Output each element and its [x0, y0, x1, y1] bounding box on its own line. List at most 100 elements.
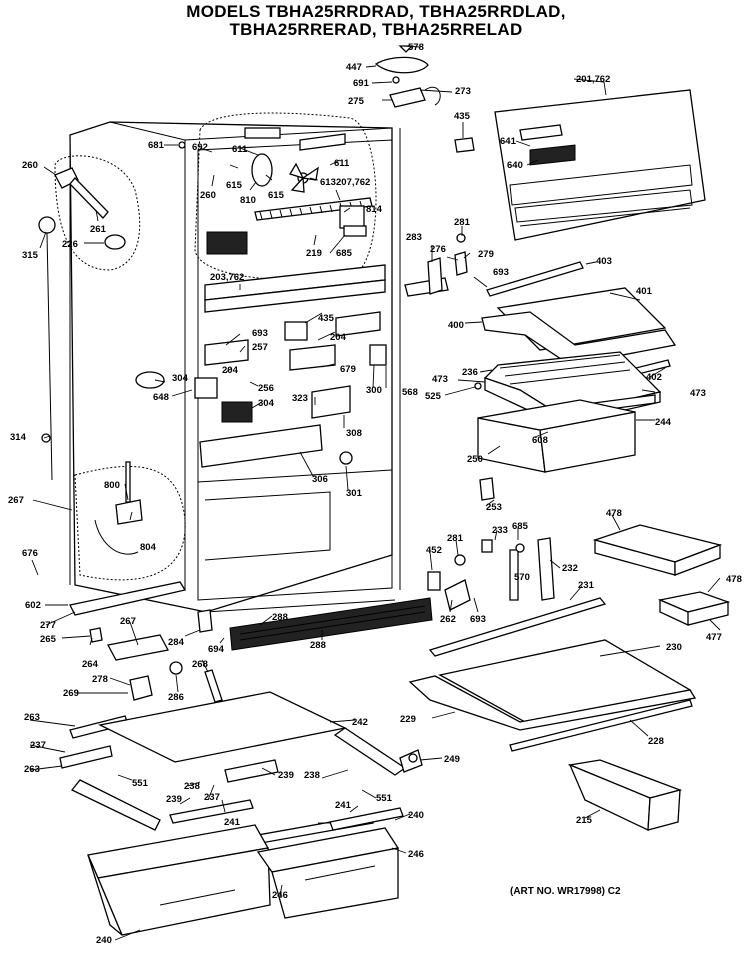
part-label-694: 694 [208, 644, 225, 655]
part-label-568: 568 [402, 387, 418, 398]
part-label-693-low: 693 [470, 614, 486, 625]
timer-motor [221, 401, 253, 423]
part-label-314: 314 [10, 432, 27, 443]
crisper-left-side [87, 854, 123, 936]
part-label-810: 810 [240, 195, 256, 206]
ice-tray-side [674, 544, 721, 576]
part-label-233: 233 [492, 525, 508, 536]
evaporator-coil [254, 197, 373, 221]
part-label-232: 232 [562, 563, 578, 574]
part-label-244: 244 [655, 417, 672, 428]
part-label-570: 570 [514, 572, 530, 583]
thermostat-box [343, 225, 367, 237]
clip [481, 539, 493, 553]
part-label-473-right: 473 [690, 388, 706, 399]
door-liner-insert [529, 144, 576, 166]
art-number: (ART NO. WR17998) C2 [510, 886, 621, 897]
shelf-rear-rail [509, 699, 693, 752]
part-label-400: 400 [448, 320, 464, 331]
screw-691 [392, 76, 400, 84]
part-label-800: 800 [104, 480, 120, 491]
part-label-693-top: 693 [493, 267, 509, 278]
part-label-681: 681 [148, 140, 165, 151]
fresh-food-shelf-right [408, 597, 697, 832]
leveling-screw [204, 669, 223, 703]
part-label-551-right: 551 [376, 793, 393, 804]
part-label-264: 264 [82, 659, 99, 670]
part-label-236: 236 [462, 367, 478, 378]
part-label-277: 277 [40, 620, 56, 631]
part-label-401: 401 [636, 286, 653, 297]
part-label-286: 286 [168, 692, 184, 703]
control-mounting-plate [199, 424, 323, 468]
ice-tray-parts [592, 524, 731, 627]
ladder-screw [515, 543, 525, 553]
damper-control [135, 371, 165, 389]
tube-cap [38, 216, 56, 234]
part-label-640: 640 [507, 160, 523, 171]
part-label-615-left: 615 [226, 180, 243, 191]
mid-right-parts [427, 477, 555, 611]
front-roller [129, 675, 153, 701]
hinge-pin-bushing [456, 233, 466, 243]
part-label-207-762: 207,762 [336, 177, 370, 188]
part-label-288-lower: 288 [310, 640, 326, 651]
part-label-269: 269 [63, 688, 79, 699]
part-label-478-upper: 478 [606, 508, 622, 519]
freezer-floor-panel [204, 491, 331, 561]
part-label-613: 613 [320, 177, 336, 188]
door-stop [479, 477, 495, 501]
part-label-239-left: 239 [166, 794, 182, 805]
control-housing [289, 344, 336, 371]
shelf-ladder-right [537, 537, 555, 601]
part-label-250: 250 [467, 454, 483, 465]
part-label-402: 402 [646, 372, 662, 383]
part-label-284: 284 [168, 637, 185, 648]
hinge-wire [424, 86, 441, 106]
part-label-238-right: 238 [304, 770, 320, 781]
diagram-title: MODELS TBHA25RRDRAD, TBHA25RRDLAD, TBHA2… [0, 0, 752, 44]
part-label-238-left: 238 [184, 781, 200, 792]
cabinet-bottom-front [205, 599, 396, 613]
part-label-304-right: 304 [258, 398, 275, 409]
part-label-611-left: 611 [232, 144, 248, 155]
part-label-215: 215 [576, 815, 593, 826]
title-line-1: MODELS TBHA25RRDRAD, TBHA25RRDLAD, [186, 2, 566, 21]
part-label-435-mid: 435 [318, 313, 335, 324]
part-label-608: 608 [532, 435, 548, 446]
part-label-265: 265 [40, 634, 57, 645]
top-hinge [389, 87, 426, 108]
damper-knob [104, 234, 126, 250]
shelf-trim-left [59, 745, 113, 769]
part-label-239-right: 239 [278, 770, 294, 781]
part-label-281-top: 281 [454, 217, 471, 228]
control-module [339, 205, 365, 229]
roller-wheel [169, 661, 183, 675]
door-liner-panel [494, 89, 706, 241]
control-panel-bracket [311, 385, 351, 419]
part-label-578: 578 [408, 42, 424, 53]
part-label-288-upper: 288 [272, 612, 288, 623]
part-label-230: 230 [666, 642, 682, 653]
heater-bracket [115, 499, 143, 525]
freezer-basket-wires [499, 354, 631, 385]
part-label-263-upper: 263 [24, 712, 40, 723]
part-label-267-lower: 267 [120, 616, 136, 627]
part-label-306: 306 [312, 474, 328, 485]
part-label-315: 315 [22, 250, 39, 261]
part-label-452: 452 [426, 545, 442, 556]
part-label-246-center: 246 [272, 890, 288, 901]
freezer-floor-line [197, 469, 393, 483]
part-label-237-center: 237 [204, 792, 220, 803]
center-hinge-parts [404, 233, 468, 297]
part-label-602: 602 [25, 600, 41, 611]
fan-motor [251, 153, 273, 187]
part-label-240-bottom: 240 [96, 935, 112, 946]
top-small-parts [374, 45, 475, 153]
part-label-692: 692 [192, 142, 208, 153]
part-label-281-mid: 281 [447, 533, 464, 544]
hinge-cover [374, 56, 429, 74]
toe-grille [229, 597, 433, 651]
part-label-204-right: 204 [330, 332, 347, 343]
part-label-226: 226 [62, 239, 78, 250]
